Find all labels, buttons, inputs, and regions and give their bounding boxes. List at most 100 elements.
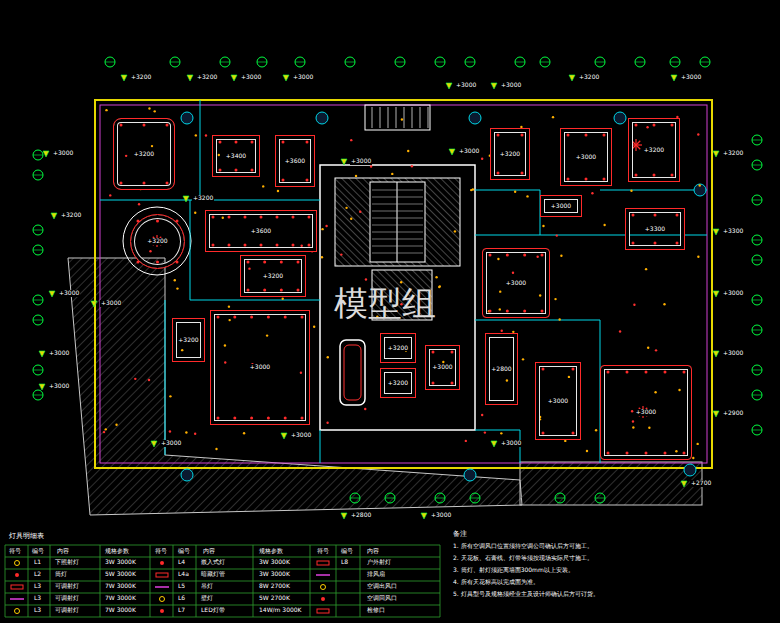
elevation-marker	[713, 291, 719, 297]
light-dot	[632, 420, 634, 422]
callout-circle	[595, 57, 605, 67]
light-dot	[195, 134, 197, 136]
callout-circle	[465, 57, 475, 67]
downlight	[156, 220, 159, 223]
downlight	[251, 169, 254, 172]
callout-divider	[635, 62, 645, 63]
legend-text: 户外射灯	[366, 559, 392, 566]
light-dot	[654, 391, 656, 393]
downlight	[607, 452, 610, 455]
light-dot	[648, 427, 650, 429]
fixture-symbol	[317, 561, 329, 565]
callout-divider	[33, 395, 43, 396]
stair-tread	[372, 218, 423, 219]
elevation-label: +3000	[160, 440, 182, 447]
note-text: 1. 所有空调风口位置须待空调公司确认后方可施工。	[452, 543, 594, 550]
downlight	[280, 289, 283, 292]
table-cell: 编号	[340, 548, 354, 555]
light-dot	[345, 207, 347, 209]
stair-tread	[372, 253, 423, 254]
ceiling-zone: +3200	[490, 128, 530, 180]
callout-circle	[33, 170, 43, 180]
downlight	[635, 174, 638, 177]
fixture-symbol	[321, 597, 325, 601]
downlight	[432, 382, 435, 385]
elevation-label: +3000	[635, 409, 657, 416]
light-dot	[224, 344, 226, 346]
elevation-label: +3200	[192, 195, 214, 202]
callout-circle	[555, 493, 565, 503]
downlight	[267, 316, 270, 319]
light-dot	[321, 228, 323, 230]
light-dot	[218, 154, 220, 156]
light-dot	[174, 279, 176, 281]
callout-circle	[752, 160, 762, 170]
table-cell: 3W 3000K	[258, 571, 291, 578]
elevation-label: +3000	[458, 148, 480, 155]
light-dot	[481, 414, 483, 416]
callout-circle	[295, 57, 305, 67]
table-rule	[310, 545, 311, 617]
legend-text: 可调射灯	[54, 583, 80, 590]
fixture-symbol	[15, 609, 20, 614]
light-dot	[411, 165, 413, 167]
light-dot	[109, 194, 111, 196]
downlight	[263, 289, 266, 292]
downlight	[143, 182, 146, 185]
light-dot	[228, 305, 230, 307]
callout-circle	[33, 225, 43, 235]
light-dot	[321, 256, 323, 258]
light-dot	[484, 431, 486, 433]
note-text: 5. 灯具型号及规格须经业主及设计师确认后方可订货。	[452, 591, 600, 598]
table-cell: 编号	[177, 548, 191, 555]
downlight	[572, 432, 575, 435]
note-text: 2. 天花板、石膏线、灯带等须按现场实际尺寸施工。	[452, 555, 594, 562]
light-dot	[326, 422, 328, 424]
callout-divider	[752, 370, 762, 371]
light-dot	[442, 361, 444, 363]
ceiling-zone: +3400	[212, 135, 260, 177]
table-rule	[28, 545, 29, 617]
column	[181, 112, 193, 124]
table-rule	[5, 593, 440, 594]
table-cell: 符号	[8, 548, 22, 555]
light-dot	[539, 418, 541, 420]
callout-circle	[752, 425, 762, 435]
ceiling-zone: +3000	[425, 345, 460, 390]
callout-circle	[350, 493, 360, 503]
light-dot	[327, 356, 329, 358]
light-dot	[546, 279, 548, 281]
downlight	[523, 310, 526, 313]
ceiling-zone: +3200	[380, 333, 416, 363]
callout-circle	[635, 57, 645, 67]
downlight	[301, 417, 304, 420]
callout-circle	[752, 255, 762, 265]
light-dot	[465, 440, 467, 442]
callout-divider	[33, 250, 43, 251]
elevation-label: +3200	[146, 238, 168, 245]
callout-divider	[555, 498, 565, 499]
light-dot	[276, 181, 278, 183]
downlight	[542, 432, 545, 435]
vent-bar	[372, 107, 373, 128]
vent-bar	[396, 107, 397, 128]
downlight	[282, 179, 285, 182]
downlight	[567, 134, 570, 137]
elevation-marker	[449, 149, 455, 155]
stair-tread	[372, 190, 423, 191]
downlight	[541, 310, 544, 313]
ceiling-zone: +3000	[535, 362, 581, 440]
table-cell: 内容	[366, 548, 380, 555]
light-dot	[313, 326, 315, 328]
light-dot	[103, 431, 105, 433]
light-dot	[105, 109, 107, 111]
table-cell: L2	[33, 571, 42, 578]
table-rule	[173, 545, 174, 617]
elevation-marker	[187, 75, 193, 81]
callout-divider	[752, 240, 762, 241]
callout-circle	[752, 135, 762, 145]
elevation-label: +3200	[130, 74, 152, 81]
light-dot	[248, 267, 250, 269]
downlight	[276, 244, 279, 247]
